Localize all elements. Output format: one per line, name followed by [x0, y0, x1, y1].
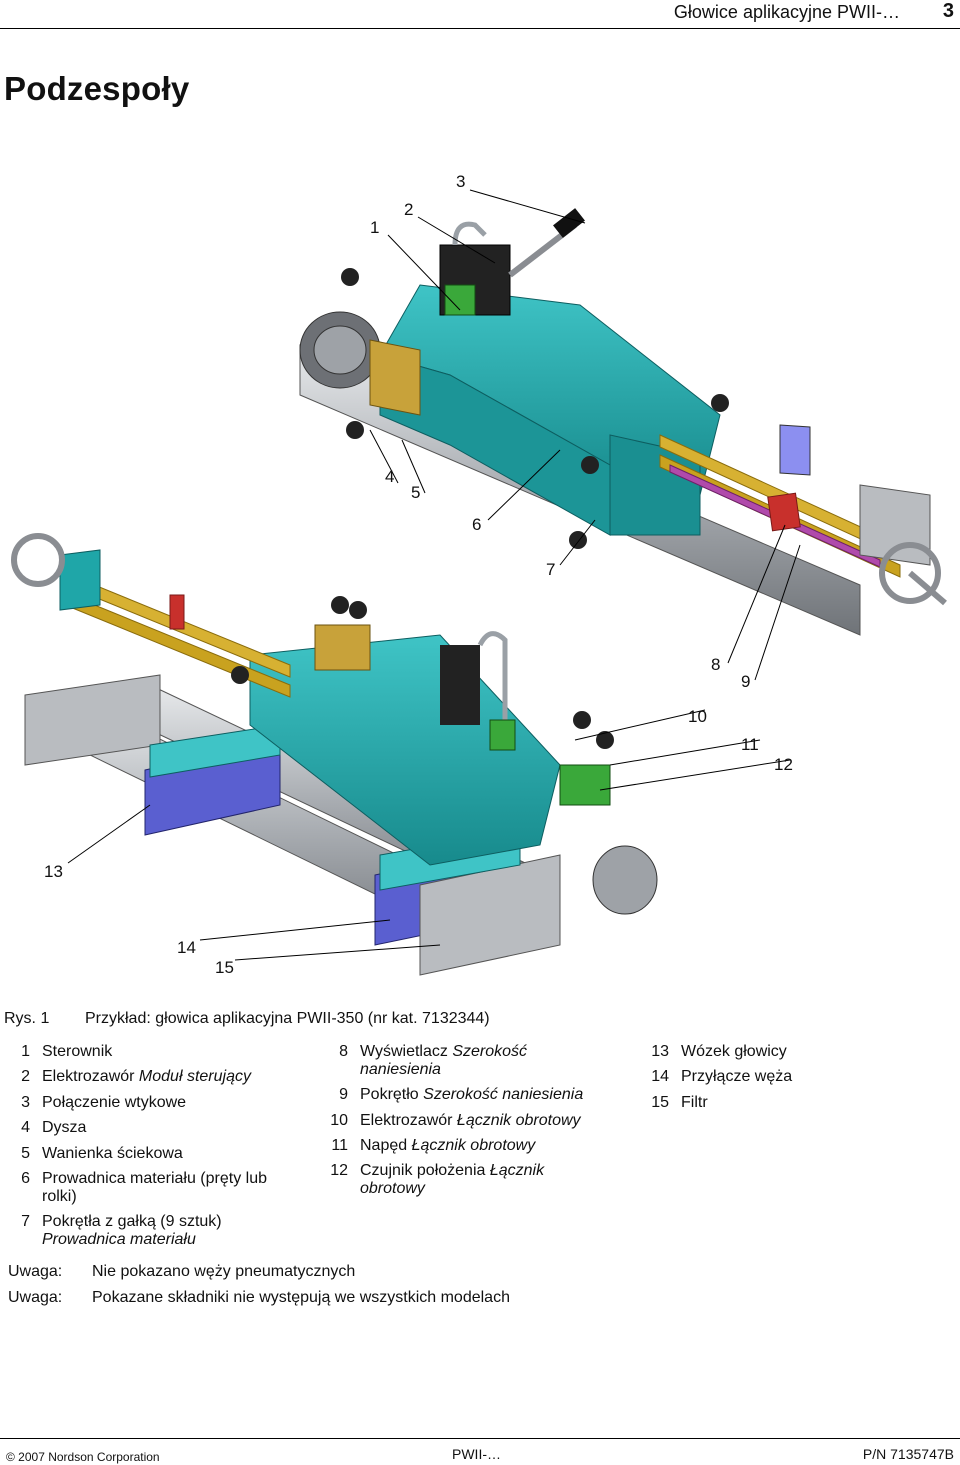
footer-doc: PWII-…: [452, 1446, 501, 1462]
legend-text: Filtr: [681, 1094, 708, 1111]
callout-4: 4: [385, 467, 394, 486]
legend-number: 13: [651, 1043, 669, 1060]
legend-text: Pokrętła z gałką (9 sztuk): [42, 1213, 222, 1230]
footer-part-number: P/N 7135747B: [862, 1446, 954, 1462]
footer-copyright: © 2007 Nordson Corporation: [6, 1450, 160, 1464]
figure-caption-text: Przykład: głowica aplikacyjna PWII-350 (…: [85, 1010, 490, 1027]
callout-8: 8: [711, 655, 720, 674]
legend-number: 1: [21, 1043, 30, 1060]
legend-number: 9: [339, 1086, 348, 1103]
legend-number: 14: [651, 1068, 669, 1085]
legend-number: 3: [21, 1094, 30, 1111]
legend-text: Napęd Łącznik obrotowy: [360, 1137, 536, 1154]
legend-number: 6: [21, 1170, 30, 1187]
callout-11: 11: [741, 735, 759, 754]
callout-5: 5: [411, 483, 420, 502]
legend-text: Wanienka ściekowa: [42, 1145, 183, 1162]
legend-text-cont: rolki): [42, 1188, 77, 1205]
legend-number: 10: [330, 1112, 348, 1129]
legend-text: Prowadnica materiału (pręty lub: [42, 1170, 267, 1187]
footer-rule: [0, 1438, 960, 1439]
legend-number: 15: [651, 1094, 669, 1111]
legend-text: Połączenie wtykowe: [42, 1094, 187, 1111]
note-text: Nie pokazano węży pneumatycznych: [92, 1263, 356, 1280]
legend-text-cont: obrotowy: [360, 1180, 425, 1197]
legend-text: Elektrozawór Moduł sterujący: [42, 1068, 251, 1085]
legend-number: 7: [21, 1213, 30, 1230]
callout-10: 10: [688, 707, 707, 726]
callout-9: 9: [741, 672, 750, 691]
figure-caption-label: Rys. 1: [4, 1010, 50, 1027]
upper-head: [299, 208, 947, 636]
legend-text-cont: Prowadnica materiału: [42, 1231, 196, 1248]
note-text: Pokazane składniki nie występują we wszy…: [92, 1289, 510, 1306]
legend-text: Dysza: [42, 1119, 87, 1136]
header-rule: [0, 28, 960, 29]
callout-7: 7: [546, 560, 555, 579]
callout-2: 2: [404, 200, 413, 219]
callout-3: 3: [456, 172, 465, 191]
legend-number: 4: [21, 1119, 30, 1136]
legend-number: 8: [339, 1043, 348, 1060]
legend-text: Wózek głowicy: [681, 1043, 787, 1060]
page-number: 3: [942, 0, 954, 22]
legend-number: 5: [21, 1145, 30, 1162]
note-label: Uwaga:: [8, 1263, 63, 1280]
callout-14: 14: [177, 938, 196, 957]
callout-15: 15: [215, 958, 234, 977]
callout-13: 13: [44, 862, 63, 881]
legend-number: 11: [331, 1137, 348, 1154]
assembly-illustration: 1 2 3 4 5 6 7 8 9 10 11 12 13 14 15: [11, 172, 947, 977]
callout-6: 6: [472, 515, 481, 534]
leader-lines: [67, 189, 801, 961]
legend-text: Czujnik położenia Łącznik: [360, 1162, 545, 1179]
legend-text: Elektrozawór Łącznik obrotowy: [360, 1112, 581, 1129]
legend-text: Wyświetlacz Szerokość: [360, 1043, 528, 1060]
section-title: Podzespoły: [4, 70, 190, 107]
callout-1: 1: [370, 218, 379, 237]
note-label: Uwaga:: [8, 1289, 63, 1306]
legend-number: 12: [330, 1162, 348, 1179]
legend-number: 2: [21, 1068, 30, 1085]
callout-12: 12: [774, 755, 793, 774]
lower-head: [11, 533, 658, 976]
legend-text: Sterownik: [42, 1043, 113, 1060]
legend-text: Pokrętło Szerokość naniesienia: [360, 1086, 584, 1103]
legend-text-cont: naniesienia: [360, 1061, 441, 1078]
header-title: Głowice aplikacyjne PWII-…: [673, 2, 900, 22]
legend-text: Przyłącze węża: [681, 1068, 793, 1085]
